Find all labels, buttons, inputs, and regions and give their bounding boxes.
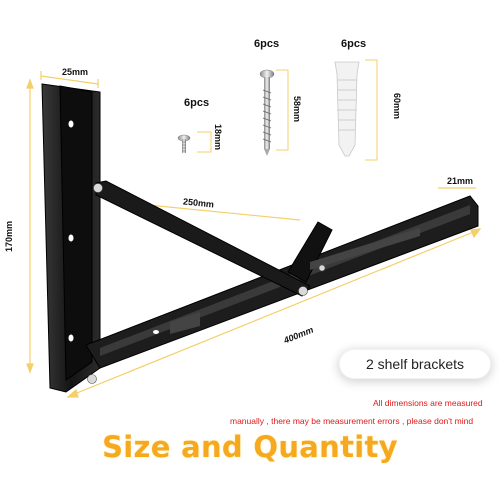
long-screw-length: 58mm: [292, 96, 302, 123]
small-screw-length: 18mm: [213, 124, 223, 151]
dimension-tip-width: 21mm: [447, 176, 474, 186]
shelf-bracket: [41, 83, 479, 393]
small-screw-icon: [177, 134, 191, 153]
dimension-lines: [26, 71, 482, 398]
quantity-pill: 2 shelf brackets: [340, 350, 490, 378]
small-screw-qty: 6pcs: [184, 97, 210, 109]
long-screw-icon: [259, 69, 275, 156]
headline: Size and Quantity: [102, 430, 398, 464]
notice-line-2: manually , there may be measurement erro…: [230, 416, 474, 426]
anchor-qty: 6pcs: [341, 38, 367, 50]
long-screw-qty: 6pcs: [254, 38, 280, 50]
dimension-height: 170mm: [4, 220, 14, 252]
anchor-length: 60mm: [392, 93, 402, 120]
dimension-width-top: 25mm: [62, 67, 89, 77]
notice-line-1: All dimensions are measured: [373, 398, 483, 408]
quantity-pill-label: 2 shelf brackets: [365, 356, 465, 372]
wall-anchor-icon: [334, 61, 360, 157]
